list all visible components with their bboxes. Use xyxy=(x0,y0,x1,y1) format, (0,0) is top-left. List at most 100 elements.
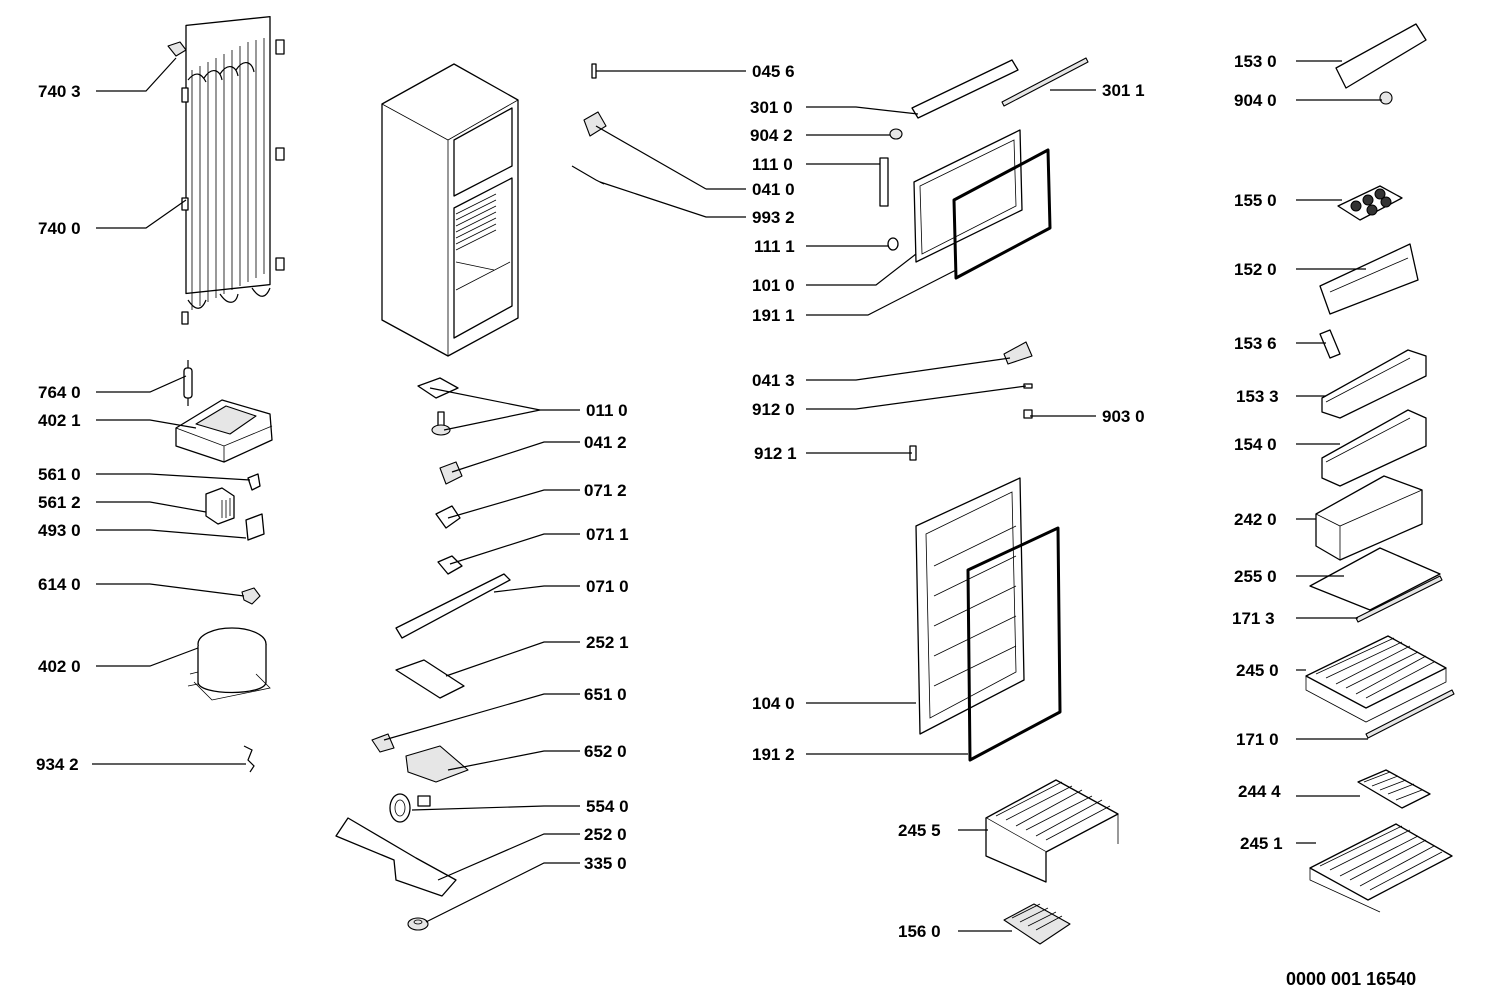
label-245-5: 245 5 xyxy=(898,821,941,840)
compressor-part xyxy=(187,627,271,701)
cover-252-1 xyxy=(395,659,465,699)
egg-tray-155-0 xyxy=(1337,185,1403,221)
label-071-1: 071 1 xyxy=(586,525,629,544)
ice-tray-156-0 xyxy=(1003,903,1071,945)
strip-171-3 xyxy=(1355,575,1443,623)
label-904-0: 904 0 xyxy=(1234,91,1277,110)
lamp-651-0 xyxy=(371,733,395,753)
overload-part xyxy=(245,513,265,541)
plug-111-1 xyxy=(887,237,899,251)
label-493-0: 493 0 xyxy=(38,521,81,540)
pin-903-0 xyxy=(1023,409,1033,419)
gasket-191-2 xyxy=(966,526,1062,762)
label-740-3: 740 3 xyxy=(38,82,81,101)
hinge-041-0 xyxy=(583,111,607,137)
wire-shelf-245-1 xyxy=(1309,823,1453,913)
label-255-0: 255 0 xyxy=(1234,567,1277,586)
crisper-242-0 xyxy=(1315,475,1423,561)
document-id: 0000 001 16540 xyxy=(1286,969,1416,989)
label-171-0: 171 0 xyxy=(1236,730,1279,749)
housing-252-0 xyxy=(335,817,457,897)
label-041-3: 041 3 xyxy=(752,371,795,390)
label-764-0: 764 0 xyxy=(38,383,81,402)
label-071-0: 071 0 xyxy=(586,577,629,596)
label-252-0: 252 0 xyxy=(584,825,627,844)
drier-part xyxy=(183,360,193,406)
grommet-part xyxy=(241,587,261,605)
label-071-2: 071 2 xyxy=(584,481,627,500)
wire-shelf-245-0 xyxy=(1305,635,1447,723)
shelf-245-5 xyxy=(985,779,1119,883)
label-101-0: 101 0 xyxy=(752,276,795,295)
label-252-1: 252 1 xyxy=(586,633,629,652)
label-191-1: 191 1 xyxy=(752,306,795,325)
label-740-0: 740 0 xyxy=(38,219,81,238)
cabinet-part xyxy=(381,63,519,357)
label-554-0: 554 0 xyxy=(586,797,629,816)
freezer-door-101-0 xyxy=(913,129,1023,263)
hinge-111-0 xyxy=(879,157,889,207)
clip-153-6 xyxy=(1319,329,1341,359)
foot-011-0 xyxy=(431,411,451,436)
label-156-0: 156 0 xyxy=(898,922,941,941)
label-245-1: 245 1 xyxy=(1240,834,1283,853)
holder-071-1 xyxy=(437,555,463,575)
label-154-0: 154 0 xyxy=(1234,435,1277,454)
label-045-6: 045 6 xyxy=(752,62,795,81)
label-155-0: 155 0 xyxy=(1234,191,1277,210)
label-904-2: 904 2 xyxy=(750,126,793,145)
washer-904-0 xyxy=(1379,91,1393,105)
label-152-0: 152 0 xyxy=(1234,260,1277,279)
label-111-0: 111 0 xyxy=(752,155,793,174)
holder-071-2 xyxy=(435,505,461,529)
label-912-1: 912 1 xyxy=(754,444,797,463)
relay-part xyxy=(205,487,235,525)
hinge-041-3 xyxy=(1003,341,1033,365)
handle-301-0 xyxy=(911,59,1019,119)
door-shelf-154-0 xyxy=(1321,409,1427,487)
gasket-191-1 xyxy=(952,148,1052,280)
label-561-0: 561 0 xyxy=(38,465,81,484)
label-993-2: 993 2 xyxy=(752,208,795,227)
clamp-part xyxy=(243,745,255,773)
label-111-1: 111 1 xyxy=(754,237,795,256)
hinge-041-2 xyxy=(439,461,463,485)
door-shelf-153-3 xyxy=(1321,349,1427,419)
knob-554-0 xyxy=(389,793,431,823)
label-104-0: 104 0 xyxy=(752,694,795,713)
label-191-2: 191 2 xyxy=(752,745,795,764)
door-shelf-152-0 xyxy=(1319,243,1419,315)
leader-lines xyxy=(92,57,1382,932)
cap-904-2 xyxy=(889,128,903,140)
label-402-1: 402 1 xyxy=(38,411,81,430)
label-245-0: 245 0 xyxy=(1236,661,1279,680)
wire-shelf-244-4 xyxy=(1357,769,1431,809)
fridge-door-104-0 xyxy=(915,477,1025,735)
relay-box-part xyxy=(175,399,273,463)
label-335-0: 335 0 xyxy=(584,854,627,873)
label-244-4: 244 4 xyxy=(1238,782,1281,801)
strip-171-0 xyxy=(1365,689,1455,739)
label-301-0: 301 0 xyxy=(750,98,793,117)
ring-335-0 xyxy=(407,917,429,931)
clip-561-0 xyxy=(247,473,261,491)
label-153-3: 153 3 xyxy=(1236,387,1279,406)
label-561-2: 561 2 xyxy=(38,493,81,512)
condenser-part xyxy=(181,15,285,325)
label-934-2: 934 2 xyxy=(36,755,79,774)
rail-071-0 xyxy=(395,573,511,639)
label-041-2: 041 2 xyxy=(584,433,627,452)
label-652-0: 652 0 xyxy=(584,742,627,761)
clip-part xyxy=(167,41,187,57)
bracket-011-0 xyxy=(417,377,459,399)
label-041-0: 041 0 xyxy=(752,180,795,199)
label-301-1: 301 1 xyxy=(1102,81,1145,100)
cable-993-2 xyxy=(571,165,605,185)
glass-shelf-255-0 xyxy=(1309,547,1441,611)
thermostat-652-0 xyxy=(405,745,469,783)
label-153-6: 153 6 xyxy=(1234,334,1277,353)
screw-045-6 xyxy=(591,63,597,79)
label-402-0: 402 0 xyxy=(38,657,81,676)
label-153-0: 153 0 xyxy=(1234,52,1277,71)
